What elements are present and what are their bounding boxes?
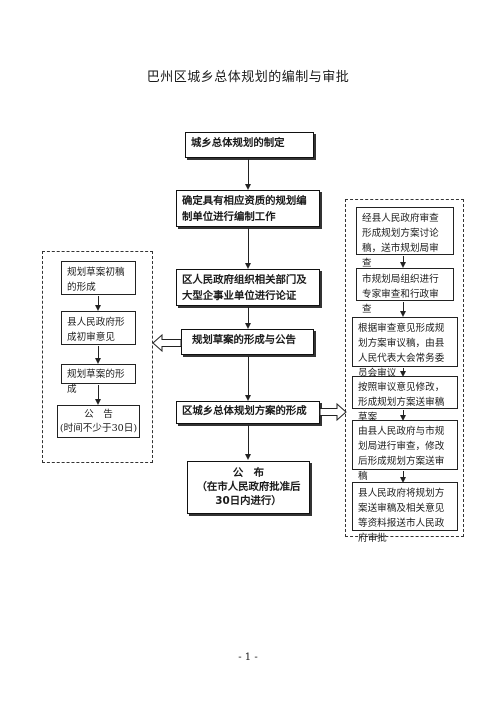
connector-line	[403, 256, 404, 263]
arrow-down-icon	[245, 184, 251, 190]
arrow-down-icon	[400, 415, 406, 421]
connector-line	[403, 410, 404, 416]
connector-line	[248, 307, 249, 324]
step-label: 县人民政府形成初审意见	[67, 317, 125, 343]
step-label: 确定具有相应资质的规划编制单位进行编制工作	[182, 195, 307, 223]
arrow-down-icon	[400, 371, 406, 377]
step-label: 区人民政府组织相关部门及大型企事业单位进行论证	[182, 274, 307, 302]
step-label: 区城乡总体规划方案的形成	[182, 405, 307, 417]
connector-line	[248, 356, 249, 396]
arrow-down-icon	[95, 305, 101, 311]
connector-line	[248, 159, 249, 185]
connector-line	[98, 346, 99, 359]
arrow-down-icon	[400, 477, 406, 483]
left-step-county-initial-opinion: 县人民政府形成初审意见	[61, 311, 136, 345]
right-step-submit-city-approval: 县人民政府将规划方案送审稿及相关意见等资料报送市人民政府审批	[352, 482, 458, 544]
left-step-draft-formed: 规划草案的形成	[61, 364, 136, 395]
left-step-draft-first: 规划草案初稿的形成	[61, 261, 136, 295]
right-step-revise-draft: 按照审议意见修改，形成规划方案送审稿草案	[352, 376, 458, 423]
page-number: - 1 -	[238, 652, 258, 663]
left-step-public-notice: 公 告 (时间不少于30日)	[57, 405, 140, 438]
step-select-qualified-unit: 确定具有相应资质的规划编制单位进行编制工作	[176, 190, 320, 227]
step-label: 市规划局组织进行专家审查和行政审查	[362, 274, 439, 315]
arrow-down-icon	[95, 399, 101, 405]
step-label: 根据审查意见形成规划方案审议稿，由县人民代表大会常务委员会审议	[358, 323, 445, 379]
right-step-county-review: 经县人民政府审查形成规划方案讨论稿，送市规划局审查	[356, 207, 454, 269]
arrow-down-icon	[245, 323, 251, 329]
step-label: 规划草案的形成与公告	[192, 334, 296, 346]
page-title: 巴州区城乡总体规划的编制与审批	[146, 70, 350, 85]
step-draft-and-announcement: 规划草案的形成与公告	[181, 329, 314, 355]
hollow-arrow-left-icon	[152, 333, 182, 353]
right-step-expert-review: 市规划局组织进行专家审查和行政审查	[356, 268, 454, 315]
hollow-arrow-right-icon	[319, 402, 347, 422]
step-district-gov-review: 区人民政府组织相关部门及大型企事业单位进行论证	[176, 269, 320, 306]
step-label: （在市人民政府批准后	[196, 481, 301, 493]
left-substeps-group	[42, 251, 153, 463]
arrow-down-icon	[245, 454, 251, 460]
connector-line	[248, 228, 249, 264]
step-plan-formation: 区城乡总体规划方案的形成	[176, 401, 320, 424]
arrow-down-icon	[400, 262, 406, 268]
step-label: (时间不少于30日)	[59, 423, 138, 434]
step-label: 县人民政府将规划方案送审稿及相关意见等资料报送市人民政府审批	[358, 488, 445, 544]
connector-line	[98, 385, 99, 400]
step-label: 城乡总体规划的制定	[191, 137, 285, 149]
step-label: 经县人民政府审查形成规划方案讨论稿，送市规划局审查	[362, 213, 439, 269]
step-label: 按照审议意见修改，形成规划方案送审稿草案	[358, 382, 445, 423]
step-label: 30日内进行）	[215, 495, 282, 507]
connector-line	[403, 471, 404, 478]
connector-line	[98, 296, 99, 306]
arrow-down-icon	[400, 311, 406, 317]
step-label: 由县人民政府与市规划局进行审查，修改后形成规划方案送审稿	[358, 426, 445, 482]
arrow-down-icon	[245, 395, 251, 401]
right-step-joint-review: 由县人民政府与市规划局进行审查，修改后形成规划方案送审稿	[352, 420, 458, 482]
step-label: 公 布	[232, 467, 265, 479]
step-overall-plan-formulation: 城乡总体规划的制定	[185, 132, 314, 158]
connector-line	[248, 425, 249, 455]
arrow-down-icon	[245, 263, 251, 269]
connector-line	[403, 302, 404, 312]
step-label: 公 告	[84, 409, 113, 420]
step-publication: 公 布 （在市人民政府批准后 30日内进行）	[187, 461, 310, 514]
right-substeps-group	[345, 199, 464, 537]
arrow-down-icon	[95, 358, 101, 364]
step-label: 规划草案初稿的形成	[67, 267, 125, 293]
step-label: 规划草案的形成	[67, 369, 125, 395]
connector-line	[403, 368, 404, 372]
right-step-peoples-congress: 根据审查意见形成规划方案审议稿，由县人民代表大会常务委员会审议	[352, 317, 458, 379]
